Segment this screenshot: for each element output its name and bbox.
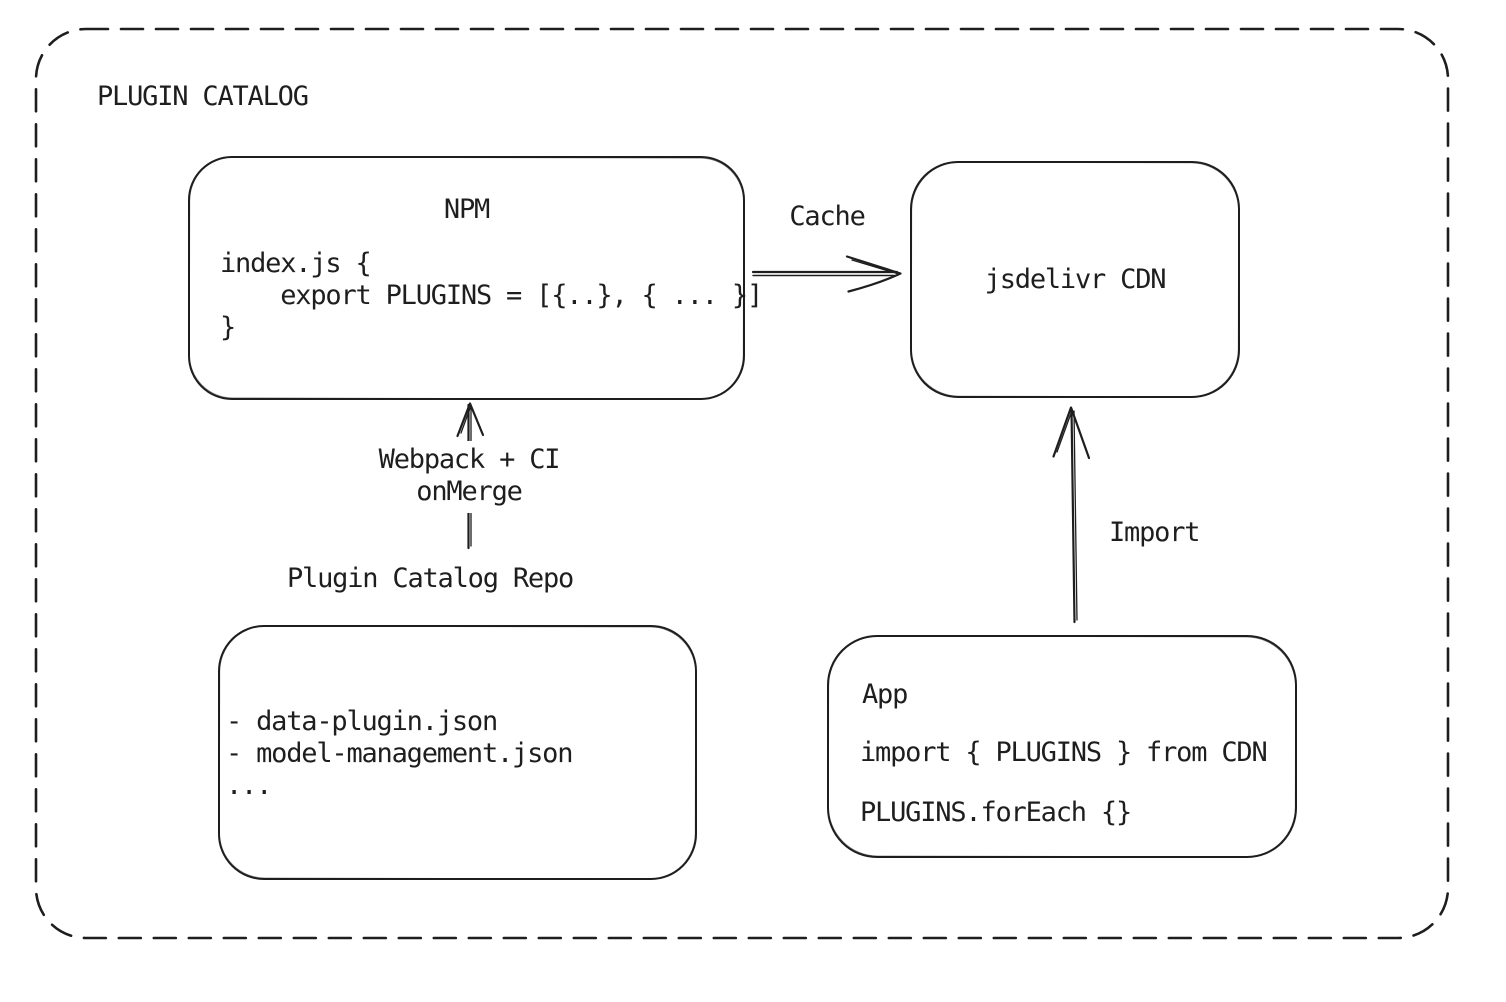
cdn-node-label: jsdelivr CDN [984,263,1167,295]
app-node-title: App [862,679,908,710]
build-edge-label: Webpack + CI onMerge [352,441,586,513]
npm-node: NPM index.js { export PLUGINS = [{..}, {… [188,156,763,400]
cache-arrow [751,255,902,293]
import-edge-label: Import [1109,517,1201,548]
npm-node-title: NPM [443,194,490,225]
repo-node-label: Plugin Catalog Repo [287,563,574,594]
cache-edge-label: Cache [789,201,865,232]
app-import-line: import { PLUGINS } from CDN [860,737,1268,768]
catalog-title: PLUGIN CATALOG [97,81,309,112]
npm-code-block: index.js { export PLUGINS = [{..}, { ...… [220,248,763,343]
repo-node: - data-plugin.json - model-management.js… [218,625,697,880]
cache-arrowhead [845,255,902,293]
cache-arrowhead-2 [851,259,899,275]
app-foreach-line: PLUGINS.forEach {} [860,797,1132,828]
import-arrow [1052,406,1091,624]
repo-file-list: - data-plugin.json - model-management.js… [226,706,573,801]
import-arrow-line [1070,407,1076,624]
import-arrowhead [1052,406,1091,460]
build-arrowhead-2 [460,406,472,434]
app-node: App import { PLUGINS } from CDN PLUGINS.… [827,635,1297,858]
build-arrowhead [456,402,485,438]
import-arrowhead-2 [1056,411,1073,453]
cdn-node: jsdelivr CDN [910,161,1240,398]
import-arrow-line-2 [1073,410,1078,621]
